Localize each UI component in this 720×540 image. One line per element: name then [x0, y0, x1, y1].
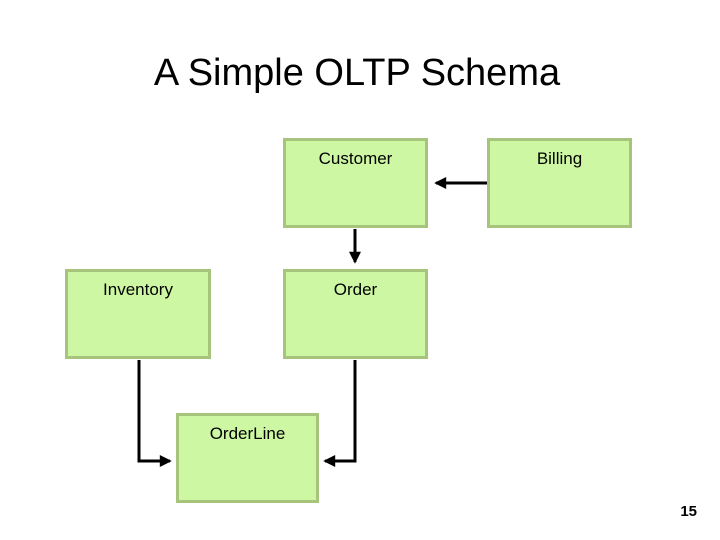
entity-order-box: Order — [283, 269, 428, 359]
page-number: 15 — [680, 503, 697, 520]
entity-inventory-label: Inventory — [103, 280, 173, 299]
entity-inventory-box: Inventory — [65, 269, 211, 359]
entity-customer-box: Customer — [283, 138, 428, 228]
entity-orderline-label: OrderLine — [209, 424, 286, 443]
slide-title: A Simple OLTP Schema — [153, 52, 561, 94]
entity-customer-label: Customer — [318, 149, 393, 168]
entity-order-label: Order — [333, 280, 378, 299]
entity-orderline-box: OrderLine — [176, 413, 319, 503]
arrow-inventory-to-orderline — [137, 360, 172, 467]
arrow-order-to-orderline — [323, 360, 357, 467]
entity-billing-box: Billing — [487, 138, 632, 228]
entity-billing-label: Billing — [536, 149, 583, 168]
